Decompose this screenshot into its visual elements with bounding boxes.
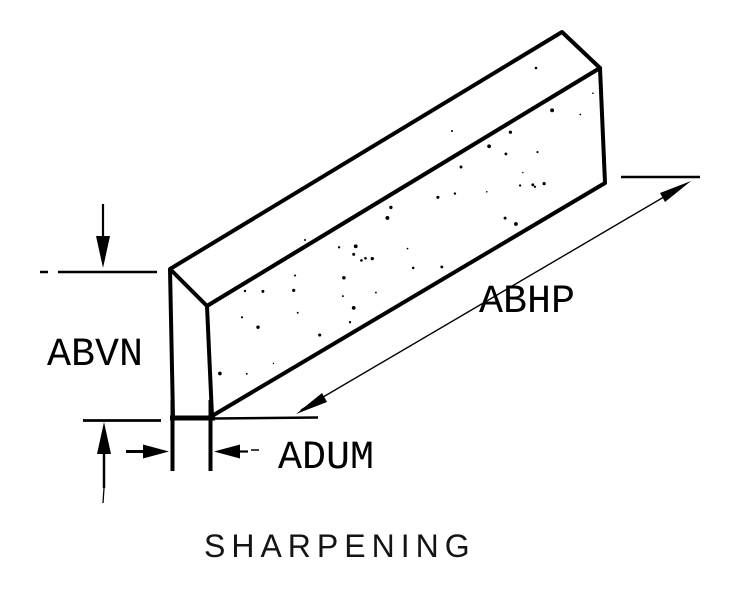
caption-sharpening: SHARPENING — [204, 528, 476, 564]
baseline — [83, 416, 319, 422]
height-dimension-label: ABVN — [47, 333, 143, 378]
height-up-arrow-tail — [102, 487, 105, 504]
dimension-height-abvn: ABVN — [40, 204, 157, 504]
length-lower-arrowhead-icon — [296, 393, 327, 414]
length-upper-arrowhead-icon — [660, 181, 691, 202]
width-left-arrowhead-icon — [214, 444, 240, 459]
dimension-width-adum: ADUM — [126, 400, 374, 481]
baseline-right-segment — [213, 416, 319, 420]
stone-block — [168, 30, 607, 421]
height-up-arrowhead-icon — [97, 422, 111, 454]
length-dimension-line — [300, 183, 687, 411]
height-down-arrowhead-icon — [96, 236, 110, 268]
stone-texture-dots — [218, 66, 594, 376]
length-dimension-label: ABHP — [479, 280, 575, 325]
dimension-length-abhp: ABHP — [296, 175, 700, 414]
stone-back-left-edge — [168, 268, 175, 419]
width-dimension-label: ADUM — [278, 436, 374, 481]
width-right-arrowhead-icon — [143, 444, 169, 459]
